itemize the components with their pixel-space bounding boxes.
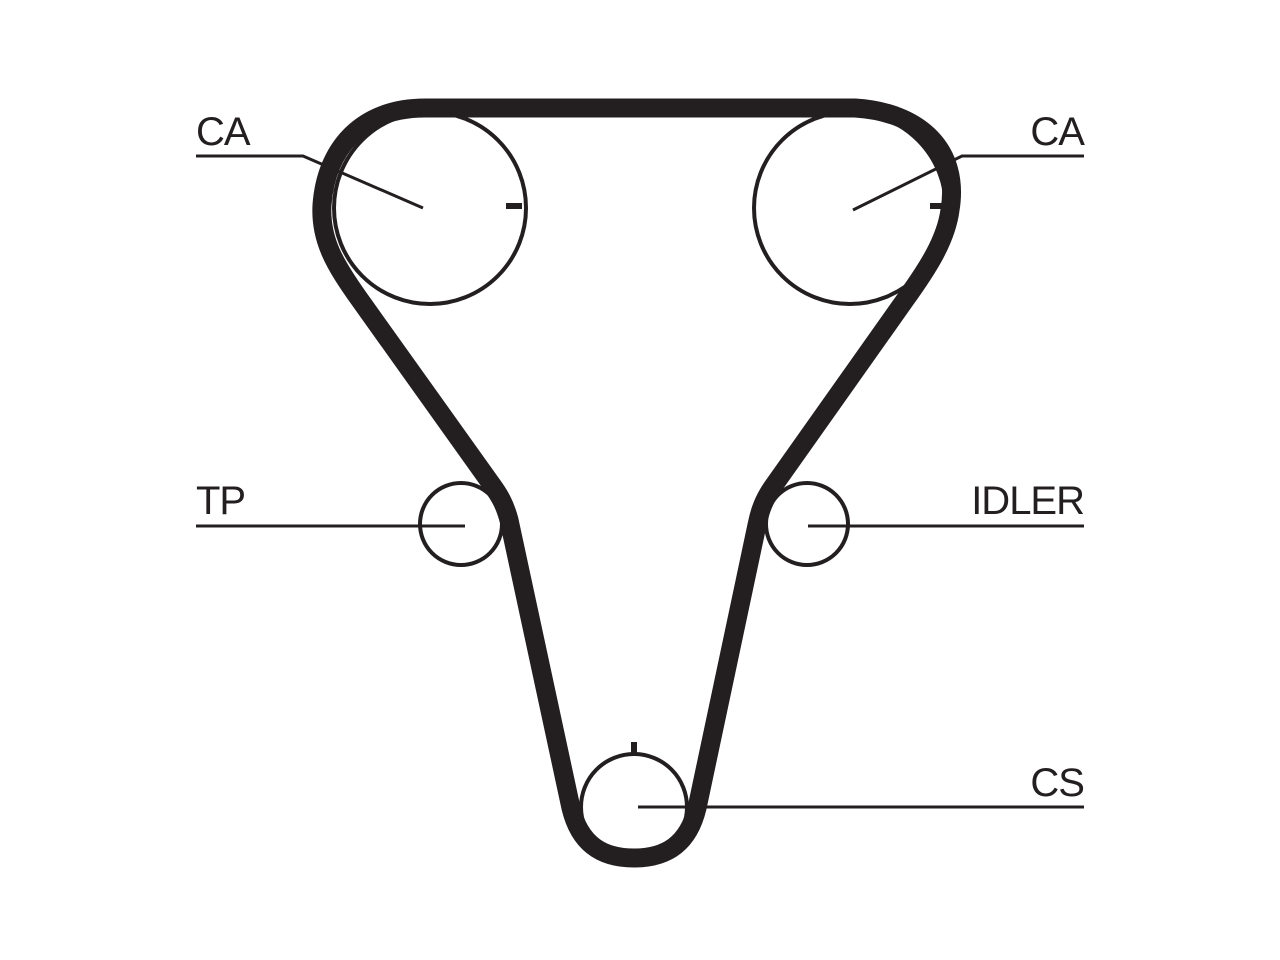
leader-line-cam-right (852, 154, 1084, 212)
leader-line-cam-left (196, 154, 424, 210)
label-tensioner: TP (196, 479, 245, 523)
tensioner-pulley (418, 481, 504, 567)
label-cam-right: CA (1030, 110, 1085, 154)
label-idler: IDLER (971, 479, 1084, 523)
label-crankshaft: CS (1030, 761, 1084, 805)
idler-pulley (764, 481, 850, 567)
camshaft-pulley-left (332, 110, 528, 306)
label-cam-left: CA (196, 110, 251, 154)
crankshaft-pulley (579, 742, 689, 862)
camshaft-pulley-right (752, 110, 948, 306)
